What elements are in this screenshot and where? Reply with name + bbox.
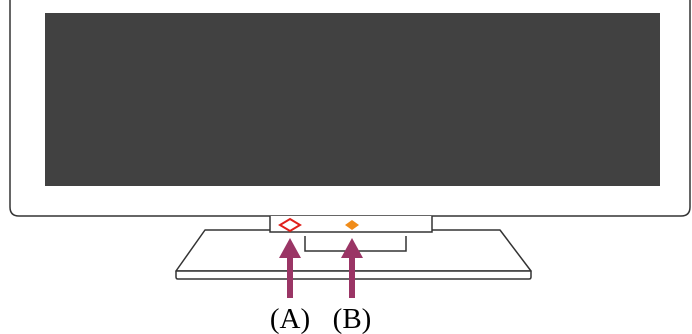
tv-screen [45, 13, 660, 186]
arrow-b-shaft [349, 254, 355, 298]
callout-label-b: (B) [333, 303, 372, 334]
indicator-a-diamond-icon [278, 217, 302, 233]
callout-label-a: (A) [270, 303, 310, 334]
indicator-b-diamond-icon [345, 220, 359, 230]
arrow-b-head [341, 238, 363, 258]
arrow-a-head [279, 238, 301, 258]
callout-arrow-a [279, 238, 301, 298]
arrow-a-shaft [287, 254, 293, 298]
callout-arrow-b [341, 238, 363, 298]
